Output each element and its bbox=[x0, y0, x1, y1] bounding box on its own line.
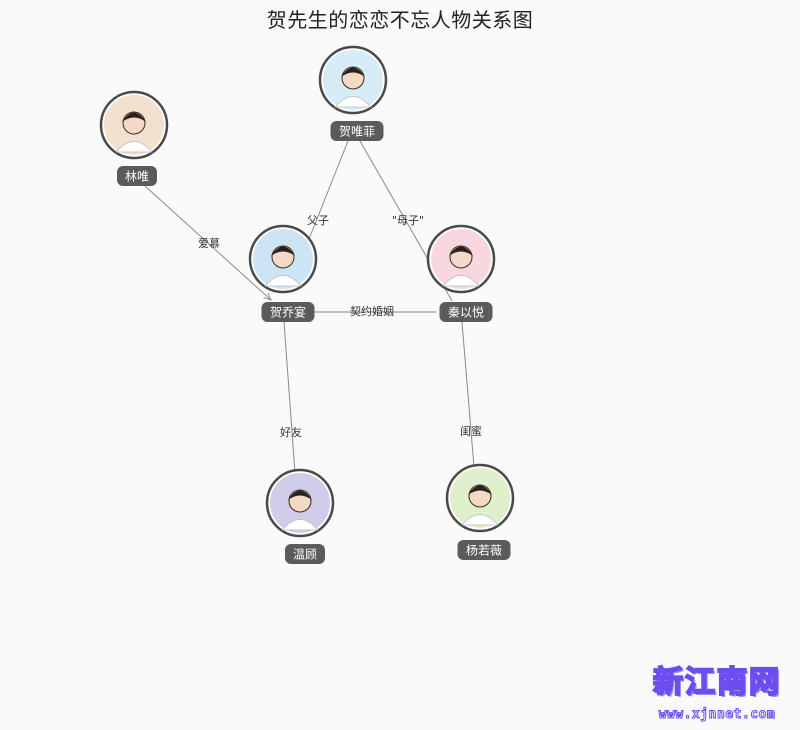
node-name: 贺唯菲 bbox=[339, 125, 375, 139]
node-hqy[interactable]: 贺乔宴 bbox=[248, 224, 318, 322]
edge-label: 契约婚姻 bbox=[350, 304, 394, 318]
edge-label: 爱慕 bbox=[198, 236, 220, 250]
node-name: 林唯 bbox=[125, 170, 149, 184]
portrait-body-icon bbox=[115, 141, 153, 153]
node-name: 杨若薇 bbox=[466, 543, 502, 558]
portrait-hair-icon bbox=[271, 246, 295, 256]
edge-lw-hqy: 爱慕 bbox=[144, 185, 271, 300]
edge-line bbox=[308, 140, 349, 240]
node-lw[interactable]: 林唯 bbox=[99, 90, 169, 186]
node-name: 秦以悦 bbox=[448, 306, 484, 320]
name-badge bbox=[261, 302, 315, 322]
edge-hwf-hqy: 父子 bbox=[307, 140, 349, 240]
portrait-body-icon bbox=[264, 275, 302, 287]
portrait-body-icon bbox=[442, 275, 480, 287]
portrait-hair-icon bbox=[122, 112, 146, 122]
name-badge bbox=[330, 121, 384, 141]
portrait-hair-icon bbox=[449, 246, 473, 256]
name-badge bbox=[457, 540, 511, 560]
edge-label: "母子" bbox=[392, 214, 424, 227]
watermark: 新江南网 www.xjnnet.com bbox=[642, 657, 792, 723]
portrait-hair-icon bbox=[468, 485, 492, 495]
node-wg[interactable]: 温顾 bbox=[265, 468, 335, 564]
portrait-hair-icon bbox=[288, 490, 312, 500]
edge-line bbox=[144, 185, 271, 300]
edge-hqy-qyy: 契约婚姻 bbox=[314, 304, 436, 318]
portrait-body-icon bbox=[461, 514, 499, 526]
node-yrw[interactable]: 杨若薇 bbox=[445, 463, 515, 560]
portrait-body-icon bbox=[281, 519, 319, 531]
edge-line bbox=[283, 321, 296, 474]
name-badge bbox=[117, 166, 157, 186]
edge-qyy-yrw: 闺蜜 bbox=[460, 321, 482, 468]
node-hwf[interactable]: 贺唯菲 bbox=[318, 45, 388, 141]
node-qyy[interactable]: 秦以悦 bbox=[426, 224, 496, 322]
edge-label: 闺蜜 bbox=[460, 424, 482, 438]
node-name: 温顾 bbox=[293, 548, 317, 562]
portrait-body-icon bbox=[334, 96, 372, 108]
node-name: 贺乔宴 bbox=[270, 305, 306, 320]
edge-label: 父子 bbox=[307, 214, 329, 227]
edge-line bbox=[461, 321, 475, 468]
name-badge bbox=[439, 302, 493, 322]
portrait-hair-icon bbox=[341, 67, 365, 77]
name-badge bbox=[285, 544, 325, 564]
diagram-title: 贺先生的恋恋不忘人物关系图 bbox=[266, 8, 534, 32]
edge-hqy-wg: 好友 bbox=[280, 321, 302, 474]
watermark-url: www.xjnnet.com bbox=[658, 707, 776, 723]
watermark-logo: 新江南网 bbox=[652, 664, 781, 701]
edge-label: 好友 bbox=[280, 425, 302, 439]
